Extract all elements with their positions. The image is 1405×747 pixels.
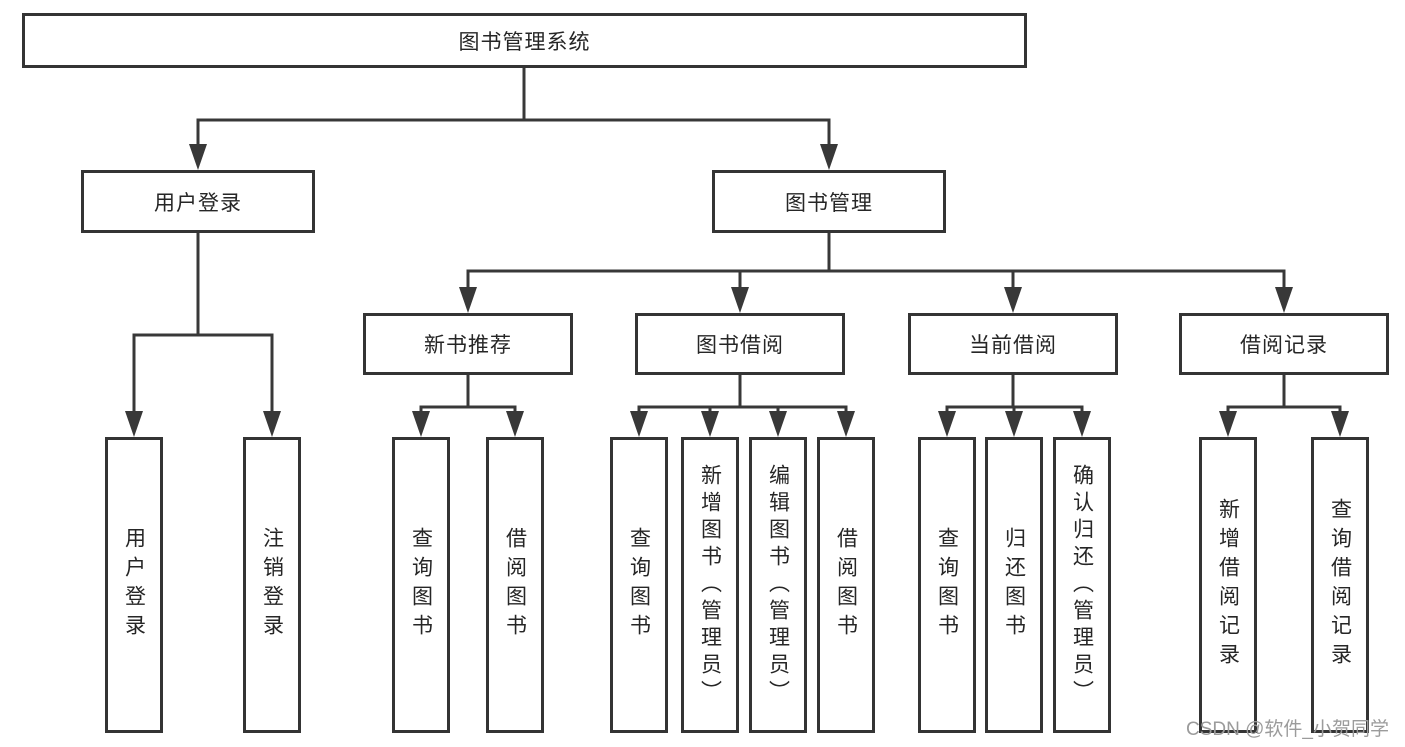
node-user-login: 用户登录 [81, 170, 315, 233]
leaf-query-borrow-record: 查询借阅记录 [1311, 437, 1369, 733]
node-book-management: 图书管理 [712, 170, 946, 233]
leaf-return-books: 归还图书 [985, 437, 1043, 733]
node-current-borrow: 当前借阅 [908, 313, 1118, 375]
node-new-book-recommend: 新书推荐 [363, 313, 573, 375]
leaf-recommend-query-books: 查询图书 [392, 437, 450, 733]
leaf-borrow-books: 借阅图书 [817, 437, 875, 733]
leaf-recommend-borrow-books: 借阅图书 [486, 437, 544, 733]
leaf-borrow-query-books: 查询图书 [610, 437, 668, 733]
csdn-watermark: CSDN @软件_小贺同学 [1186, 719, 1389, 740]
leaf-logout: 注销登录 [243, 437, 301, 733]
node-borrow-records: 借阅记录 [1179, 313, 1389, 375]
leaf-edit-books-admin: 编辑图书（管理员） [749, 437, 807, 733]
leaf-add-books-admin: 新增图书（管理员） [681, 437, 739, 733]
node-book-borrow: 图书借阅 [635, 313, 845, 375]
leaf-current-query-books: 查询图书 [918, 437, 976, 733]
leaf-user-login: 用户登录 [105, 437, 163, 733]
root-node-library-system: 图书管理系统 [22, 13, 1027, 68]
leaf-add-borrow-record: 新增借阅记录 [1199, 437, 1257, 733]
leaf-confirm-return-admin: 确认归还（管理员） [1053, 437, 1111, 733]
